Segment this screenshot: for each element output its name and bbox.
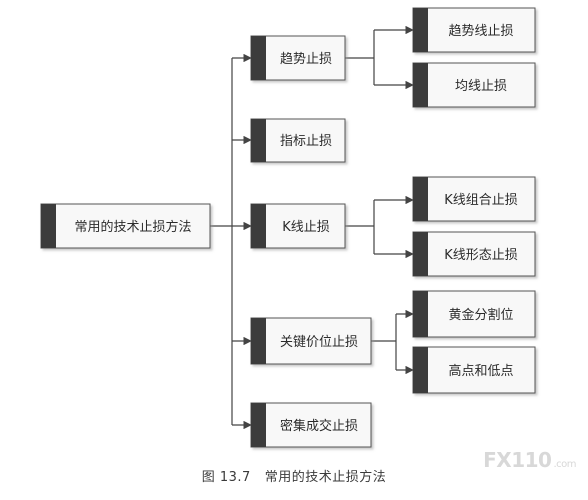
node-kline-pattern-label: K线形态止损 bbox=[444, 248, 518, 263]
node-kline-combo: K线组合止损 bbox=[412, 176, 536, 222]
figure-number: 图 13.7 bbox=[201, 470, 251, 485]
watermark-suffix: .com bbox=[553, 459, 576, 470]
node-trend-line-label: 趋势线止损 bbox=[448, 23, 513, 39]
node-high-low: 高点和低点 bbox=[412, 346, 536, 394]
node-kline-label: K线止损 bbox=[282, 220, 330, 235]
node-moving-avg-label: 均线止损 bbox=[455, 79, 507, 94]
node-golden-ratio: 黄金分割位 bbox=[412, 290, 536, 338]
node-trend-line: 趋势线止损 bbox=[412, 7, 536, 53]
node-moving-avg: 均线止损 bbox=[412, 62, 536, 108]
node-indicator: 指标止损 bbox=[250, 118, 346, 163]
node-kline-pattern: K线形态止损 bbox=[412, 231, 536, 277]
node-indicator-label: 指标止损 bbox=[280, 134, 332, 149]
node-key-price: 关键价位止损 bbox=[250, 317, 372, 365]
node-kline: K线止损 bbox=[250, 203, 346, 249]
node-dense-volume: 密集成交止损 bbox=[250, 402, 372, 448]
figure-caption: 图 13.7 常用的技术止损方法 bbox=[0, 466, 588, 485]
figure-title: 常用的技术止损方法 bbox=[264, 470, 387, 485]
node-golden-ratio-label: 黄金分割位 bbox=[448, 307, 513, 323]
node-trend-label: 趋势止损 bbox=[280, 51, 332, 67]
node-kline-combo-label: K线组合止损 bbox=[444, 193, 518, 208]
node-trend: 趋势止损 bbox=[250, 35, 346, 81]
node-root: 常用的技术止损方法 bbox=[40, 203, 211, 249]
connectors bbox=[210, 25, 414, 430]
node-root-label: 常用的技术止损方法 bbox=[74, 219, 191, 235]
node-high-low-label: 高点和低点 bbox=[448, 363, 513, 379]
site-watermark: FX110.com bbox=[483, 448, 576, 472]
watermark-brand: FX110 bbox=[483, 448, 552, 472]
node-dense-volume-label: 密集成交止损 bbox=[280, 418, 358, 434]
node-key-price-label: 关键价位止损 bbox=[280, 335, 358, 350]
